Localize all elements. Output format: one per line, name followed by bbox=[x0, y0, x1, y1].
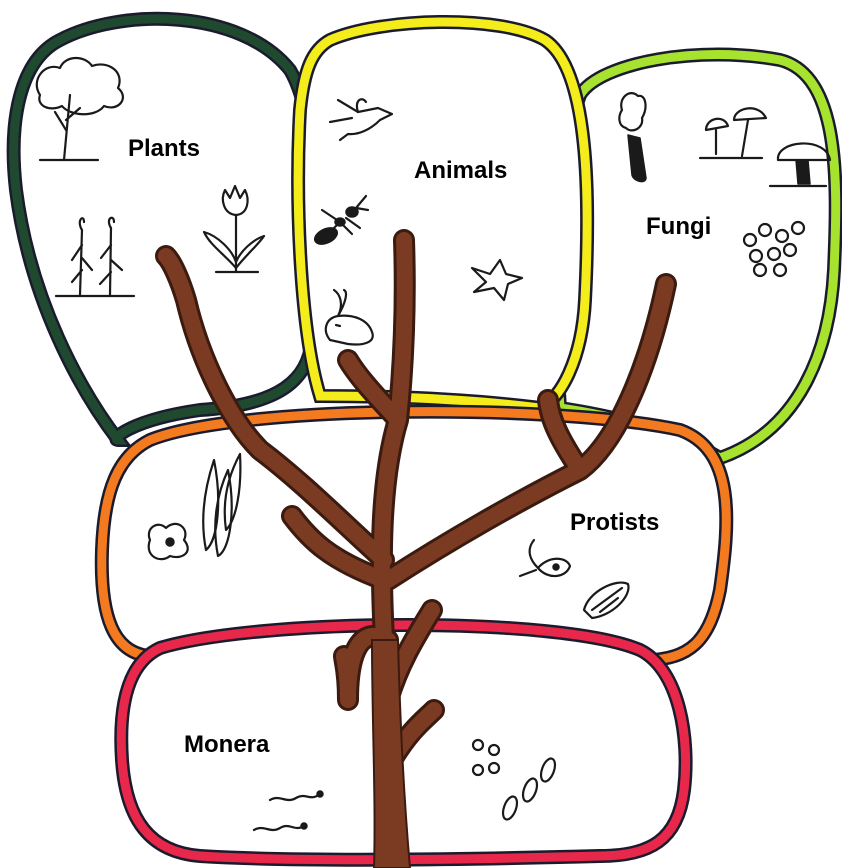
plants-outline bbox=[14, 19, 316, 440]
monera-label: Monera bbox=[184, 731, 270, 758]
fungi-region bbox=[557, 55, 836, 459]
animals-label: Animals bbox=[414, 157, 507, 184]
animals-outline bbox=[298, 22, 587, 408]
plants-region bbox=[14, 19, 316, 440]
animals-region bbox=[298, 22, 587, 408]
protists-label: Protists bbox=[570, 509, 659, 536]
plants-label: Plants bbox=[128, 135, 200, 162]
fungi-label: Fungi bbox=[646, 213, 711, 240]
